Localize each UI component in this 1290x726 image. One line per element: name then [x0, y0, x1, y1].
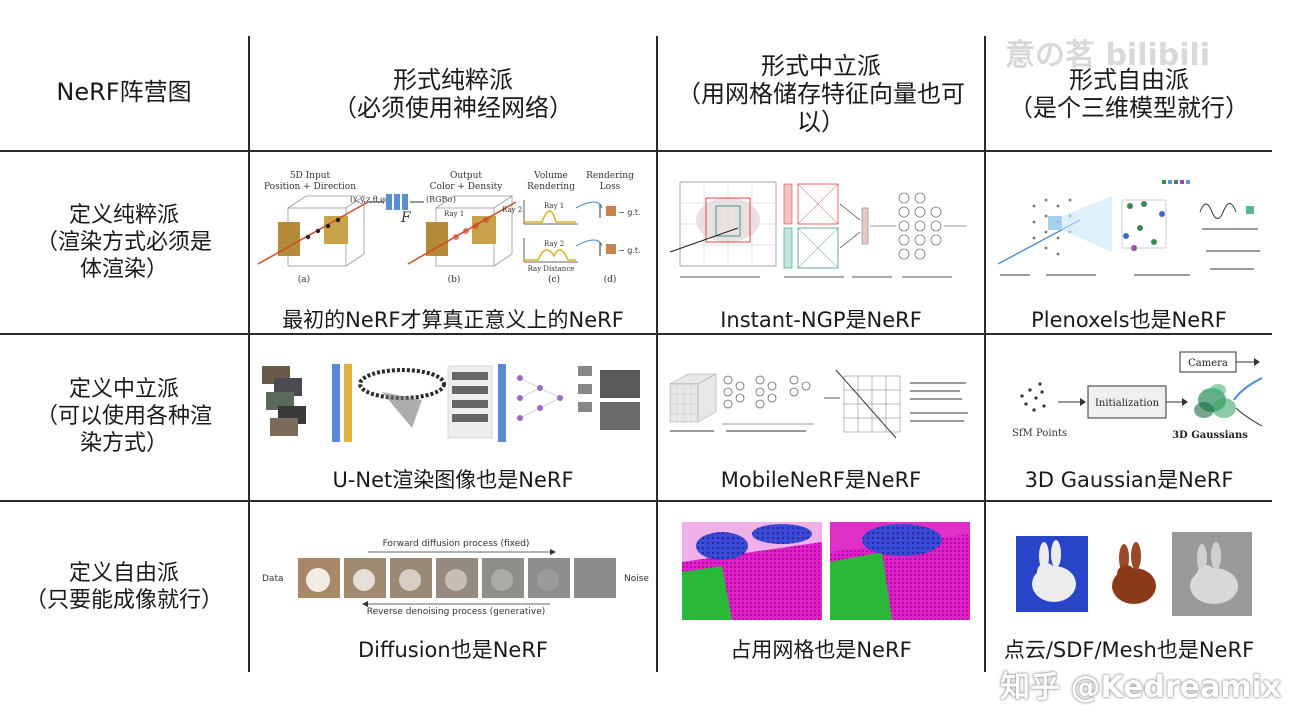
column-header-subtitle: （是个三维模型就行）: [1009, 94, 1249, 122]
nerf-panel-b: (b): [448, 274, 461, 285]
nerf-panel-c: (c): [548, 274, 560, 285]
row-label-title: 定义自由派: [68, 561, 179, 586]
nerf-raydist-label: Ray Distance: [528, 265, 575, 273]
caption-mobilenerf: MobileNeRF是NeRF: [720, 468, 922, 492]
corner-label: NeRF阵营图: [56, 78, 192, 106]
caption-3d-gaussian: 3D Gaussian是NeRF: [1024, 468, 1234, 492]
row-label-purist: 定义纯粹派 （渲染方式必须是 体渲染）: [0, 202, 248, 283]
grid-vline-3: [984, 36, 986, 672]
nerf-xyz-label: (x,y,z,θ,φ): [350, 195, 389, 204]
nerf-panel-d: (d): [604, 274, 617, 285]
nerf-output-sub: Color + Density: [430, 182, 504, 192]
row-label-title: 定义中立派: [68, 377, 179, 402]
grid-hline-1: [0, 150, 1272, 152]
caption-instant-ngp: Instant-NGP是NeRF: [720, 308, 922, 332]
mobilenerf-figure: [669, 369, 968, 439]
nerf-input-sub: Position + Direction: [264, 182, 356, 192]
gs-3dg-label: 3D Gaussians: [1172, 430, 1248, 441]
row-label-sub: （可以使用各种渲: [35, 404, 212, 429]
column-header-subtitle-cont: 以）: [797, 108, 845, 136]
column-header-title: 形式自由派: [1069, 66, 1189, 94]
grid-vline-1: [248, 36, 250, 672]
row-label-neutral: 定义中立派 （可以使用各种渲 染方式）: [0, 376, 248, 457]
caption-occupancy-grid: 占用网格也是NeRF: [730, 638, 912, 662]
bunny-representations-figure: [1016, 532, 1252, 616]
grid-vline-2: [656, 36, 658, 672]
plenoxels-figure: [997, 180, 1260, 276]
occupancy-grid-figure: [682, 522, 970, 620]
nerf-ray1-label-c: Ray 1: [544, 202, 564, 210]
nerf-pipeline-figure: 5D Input Position + Direction Output Col…: [258, 171, 641, 285]
instant-ngp-figure: [669, 181, 966, 278]
column-header-neutral: 形式中立派 （用网格储存特征向量也可 以）: [658, 52, 984, 136]
row-label-sub-cont: 染方式）: [79, 431, 168, 456]
row-label-free: 定义自由派 （只要能成像就行）: [0, 560, 248, 614]
grid-hline-2: [0, 333, 1272, 335]
diffusion-reverse-label: Reverse denoising process (generative): [367, 607, 546, 616]
watermark-zhihu: 知乎 @Kedreamix: [1000, 670, 1282, 705]
column-header-title: 形式纯粹派: [393, 66, 513, 94]
nerf-f-label: F: [400, 210, 412, 226]
column-header-free: 形式自由派 （是个三维模型就行）: [986, 66, 1272, 122]
row-label-sub-cont: 体渲染）: [79, 257, 168, 282]
row-label-sub: （渲染方式必须是: [35, 230, 212, 255]
nerf-ray1-label-b: Ray 1: [444, 210, 464, 218]
column-header-subtitle: （必须使用神经网络）: [333, 94, 573, 122]
diffusion-process-figure: Forward diffusion process (fixed) Data N…: [262, 539, 649, 616]
caption-plenoxels: Plenoxels也是NeRF: [1031, 308, 1227, 332]
nerf-input-title: 5D Input: [290, 171, 331, 181]
diffusion-data-label: Data: [262, 574, 284, 584]
diffusion-forward-label: Forward diffusion process (fixed): [383, 539, 530, 549]
gs-sfm-label: SfM Points: [1012, 428, 1067, 439]
row-label-sub: （只要能成像就行）: [24, 588, 223, 613]
nerf-vr-title: Volume: [533, 171, 568, 181]
caption-original-nerf: 最初的NeRF才算真正意义上的NeRF: [282, 308, 624, 332]
caption-diffusion: Diffusion也是NeRF: [357, 638, 548, 662]
column-header-subtitle: （用网格储存特征向量也可: [677, 80, 965, 108]
gs-camera-label: Camera: [1188, 358, 1228, 369]
nerf-loss-sub: Loss: [600, 182, 621, 192]
nerf-vr-sub: Rendering: [527, 182, 575, 192]
nerf-gt-2: − g.t.: [618, 246, 641, 255]
nerf-gt-1: − g.t.: [618, 208, 641, 217]
column-header-purist: 形式纯粹派 （必须使用神经网络）: [250, 66, 656, 122]
unet-render-figure: [262, 364, 640, 442]
column-header-title: 形式中立派: [761, 52, 881, 80]
nerf-output-title: Output: [450, 171, 482, 181]
caption-pointcloud-sdf-mesh: 点云/SDF/Mesh也是NeRF: [1003, 638, 1255, 662]
gs-init-label: Initialization: [1095, 398, 1160, 409]
nerf-panel-a: (a): [298, 274, 310, 285]
watermark-bilibili: 意の茗 bilibili: [1005, 38, 1211, 73]
diffusion-noise-label: Noise: [624, 574, 649, 584]
nerf-loss-title: Rendering: [586, 171, 634, 181]
nerf-rgb-label: (RGBσ): [426, 195, 456, 204]
nerf-ray2-label-b: Ray 2: [502, 206, 522, 214]
gaussian-splatting-figure: SfM Points Initialization Camera 3D Gaus…: [1012, 351, 1263, 441]
caption-unet-render: U-Net渲染图像也是NeRF: [332, 468, 574, 492]
grid-hline-3: [0, 500, 1272, 502]
nerf-ray2-label-c: Ray 2: [544, 240, 564, 248]
row-label-title: 定义纯粹派: [68, 203, 179, 228]
